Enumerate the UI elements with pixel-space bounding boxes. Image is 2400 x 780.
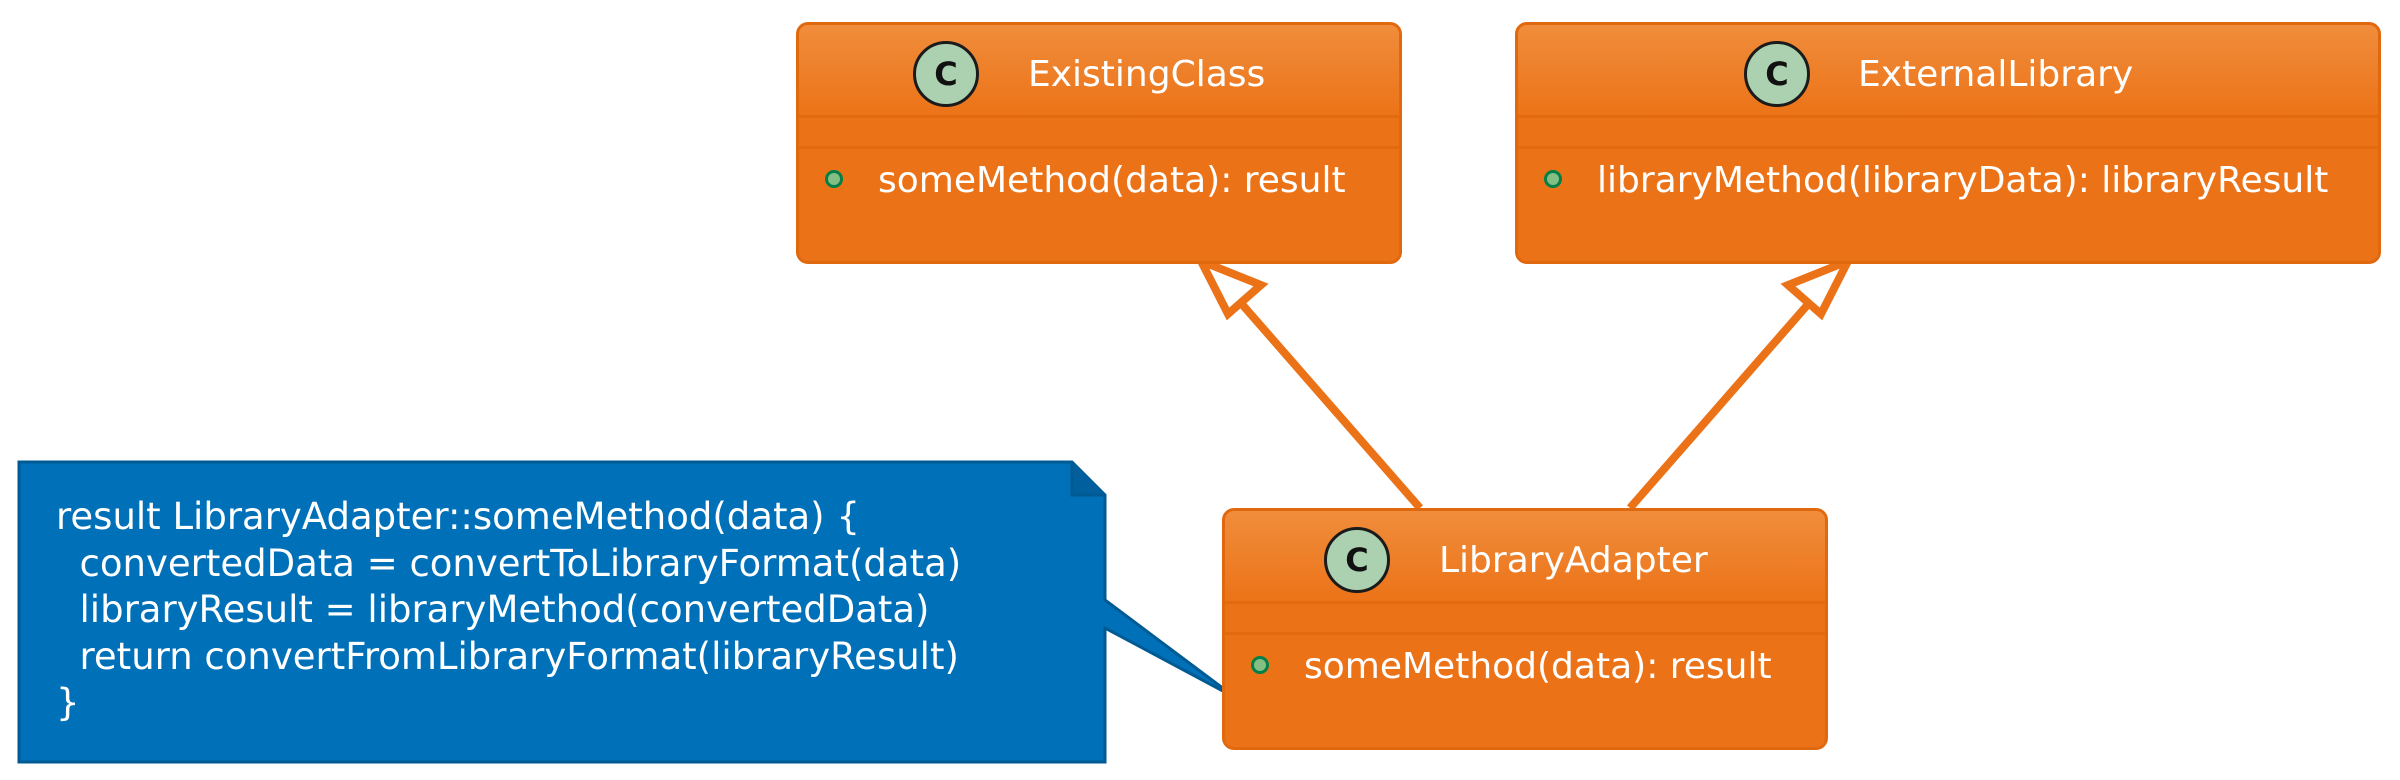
note-line: libraryResult = libraryMethod(convertedD… (56, 588, 930, 631)
method-signature: libraryMethod(libraryData): libraryResul… (1597, 160, 2329, 201)
inheritance-arrowhead-external (1780, 253, 1857, 321)
method-row-some-method: someMethod(data): result (799, 149, 1399, 213)
method-signature: someMethod(data): result (878, 160, 1346, 201)
method-signature: someMethod(data): result (1304, 646, 1772, 687)
method-row-library-method: libraryMethod(libraryData): libraryResul… (1518, 149, 2378, 213)
class-c-icon: C (913, 41, 979, 107)
class-header: C ExistingClass (799, 25, 1399, 115)
class-c-icon: C (1744, 41, 1810, 107)
class-existing-class[interactable]: C ExistingClass someMethod(data): result (796, 22, 1402, 264)
section-divider (799, 146, 1399, 149)
class-c-icon: C (1324, 527, 1390, 593)
section-divider (1225, 632, 1825, 635)
note-line: return convertFromLibraryFormat(libraryR… (56, 634, 959, 678)
class-name-adapter: LibraryAdapter (1439, 540, 1708, 581)
class-header: C ExternalLibrary (1518, 25, 2378, 115)
note-fold-corner (1070, 462, 1105, 497)
section-divider (1518, 146, 2378, 149)
public-method-icon (1544, 170, 1562, 188)
note-line: } (56, 681, 80, 724)
class-header: C LibraryAdapter (1225, 511, 1825, 601)
section-divider (1225, 601, 1825, 604)
inheritance-line-existing (1236, 299, 1424, 511)
note-line: result LibraryAdapter::someMethod(data) … (56, 495, 860, 538)
note-code-snippet: result LibraryAdapter::someMethod(data) … (56, 494, 1096, 727)
class-name-existing: ExistingClass (1028, 54, 1266, 95)
inheritance-arrowhead-existing (1192, 253, 1269, 321)
section-divider (1518, 115, 2378, 118)
class-name-external: ExternalLibrary (1858, 54, 2134, 95)
class-external-library[interactable]: C ExternalLibrary libraryMethod(libraryD… (1515, 22, 2381, 264)
class-library-adapter[interactable]: C LibraryAdapter someMethod(data): resul… (1222, 508, 1828, 750)
section-divider (799, 115, 1399, 118)
public-method-icon (1251, 656, 1269, 674)
public-method-icon (825, 170, 843, 188)
method-row-some-method: someMethod(data): result (1225, 635, 1825, 699)
inheritance-line-external (1626, 299, 1814, 511)
note-line: convertedData = convertToLibraryFormat(d… (56, 541, 962, 585)
